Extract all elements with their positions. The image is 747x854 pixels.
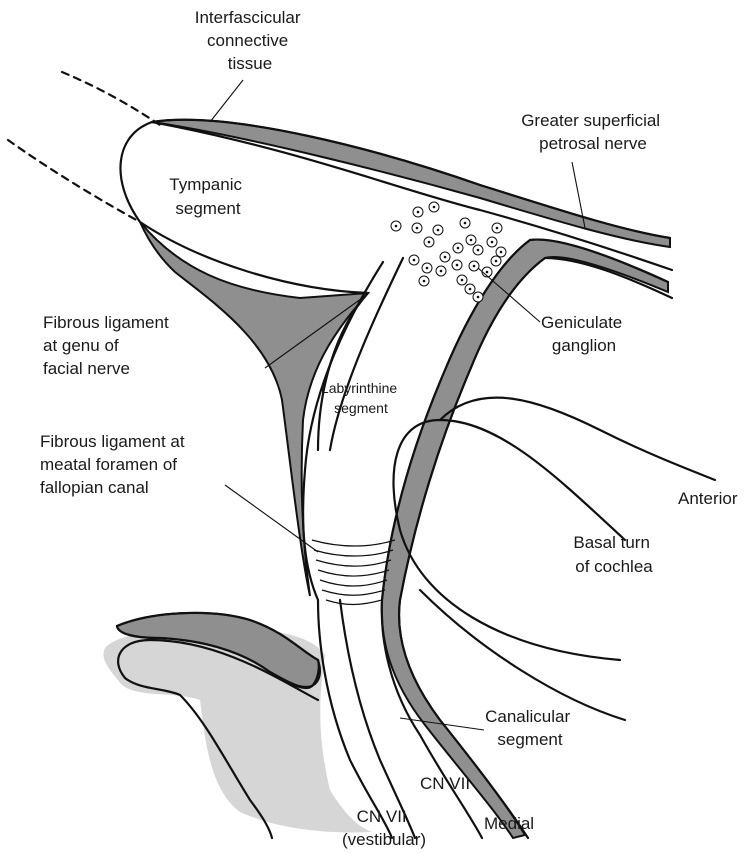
cochlea-lower-line bbox=[420, 590, 625, 720]
tympanic-dashed-lower bbox=[8, 140, 140, 222]
label-canalicular-segment: Canalicular segment bbox=[485, 707, 575, 749]
label-greater-superficial-petrosal: Greater superficial petrosal nerve bbox=[521, 111, 665, 153]
label-fibrous-ligament-genu: Fibrous ligament at genu of facial nerve bbox=[43, 313, 173, 378]
ganglion-cell bbox=[440, 252, 450, 262]
ganglion-cell bbox=[453, 243, 463, 253]
ganglion-cell bbox=[457, 275, 467, 285]
ganglion-cell bbox=[424, 237, 434, 247]
label-cn-vii: CN VII bbox=[420, 774, 470, 793]
label-geniculate-ganglion: Geniculate ganglion bbox=[541, 313, 627, 355]
ganglion-cell bbox=[419, 276, 429, 286]
label-labyrinthine-segment: Labyrinthine segment bbox=[321, 380, 401, 416]
ganglion-cell bbox=[429, 202, 439, 212]
ganglion-cell bbox=[465, 284, 475, 294]
labyrinthine-right-edge bbox=[330, 258, 403, 450]
label-medial: Medial bbox=[484, 814, 534, 833]
label-anterior: Anterior bbox=[678, 489, 738, 508]
ganglion-cell bbox=[469, 261, 479, 271]
label-tympanic-segment: Tympanic segment bbox=[169, 175, 246, 218]
ganglion-cell bbox=[473, 245, 483, 255]
ganglion-cell bbox=[409, 255, 419, 265]
ganglion-cell bbox=[460, 218, 470, 228]
ganglion-cell bbox=[492, 223, 502, 233]
ganglion-cell bbox=[436, 266, 446, 276]
ganglion-cell bbox=[473, 292, 483, 302]
label-basal-turn-cochlea: Basal turn of cochlea bbox=[573, 533, 654, 576]
ganglion-cell bbox=[433, 225, 443, 235]
ganglion-cell bbox=[466, 235, 476, 245]
ganglion-cell bbox=[422, 263, 432, 273]
ganglion-cell bbox=[452, 260, 462, 270]
ganglion-cell bbox=[413, 207, 423, 217]
ganglion-cell bbox=[487, 237, 497, 247]
ganglion-cell bbox=[391, 221, 401, 231]
ganglion-cell bbox=[491, 256, 501, 266]
ganglion-cell bbox=[412, 223, 422, 233]
leader-interfascicular bbox=[210, 80, 243, 122]
label-fibrous-ligament-meatal: Fibrous ligament at meatal foramen of fa… bbox=[40, 432, 189, 497]
label-interfascicular: Interfascicular connective tissue bbox=[195, 8, 306, 73]
ganglion-cell bbox=[496, 247, 506, 257]
tympanic-dashed-upper bbox=[62, 72, 160, 125]
cochlea-outer-line bbox=[440, 398, 715, 480]
